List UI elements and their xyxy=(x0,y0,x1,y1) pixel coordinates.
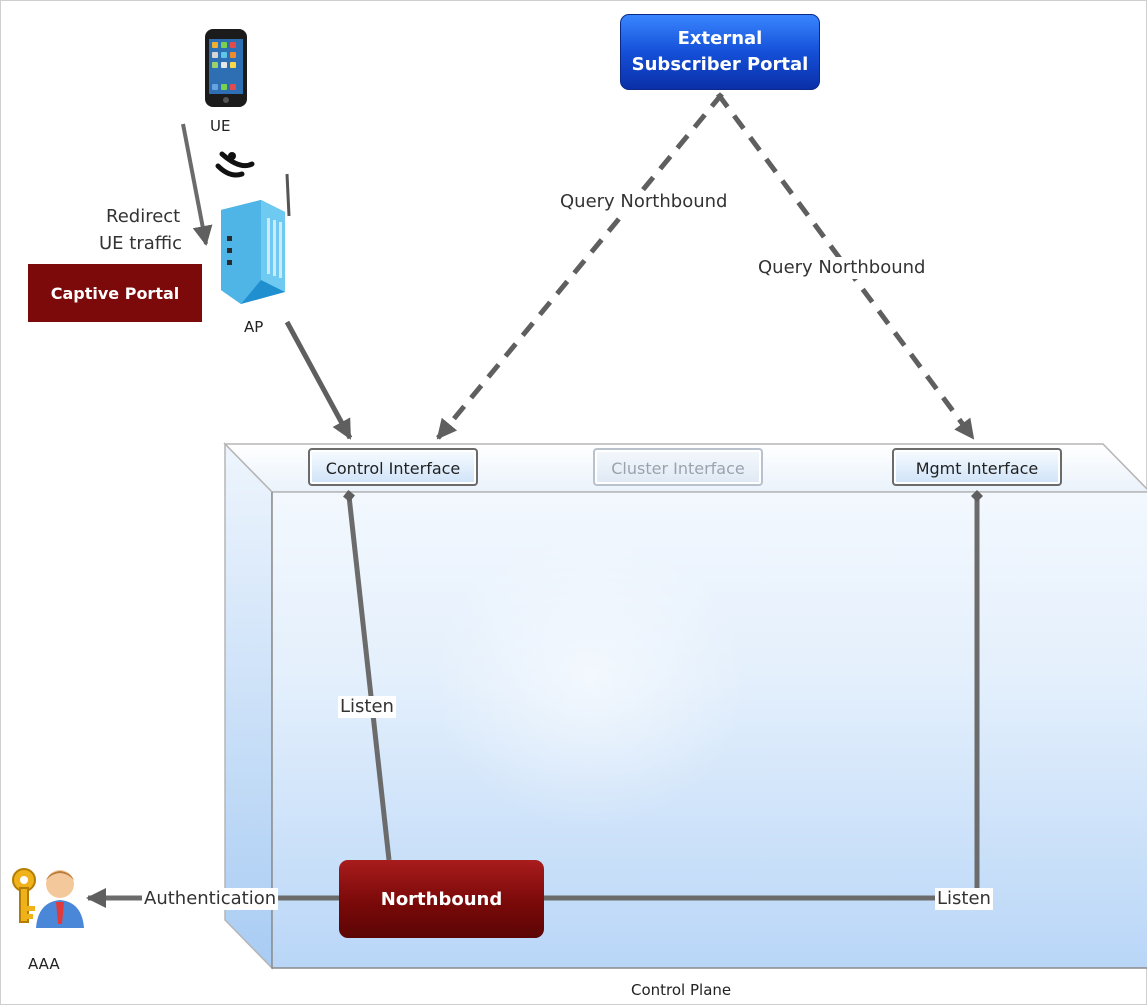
edge-listen-mgmt xyxy=(544,490,983,901)
cluster-interface: Cluster Interface xyxy=(593,448,763,486)
wifi-signal-icon xyxy=(215,151,255,178)
captive-portal: Captive Portal xyxy=(28,264,202,322)
northbound-node: Northbound xyxy=(339,860,544,938)
redirect-label-line2: UE traffic xyxy=(99,233,183,254)
listen-right-label: Listen xyxy=(935,888,993,910)
query-northbound-left-label: Query Northbound xyxy=(558,191,730,213)
external-portal-line1: External xyxy=(677,28,763,49)
control-plane-label: Control Plane xyxy=(631,981,732,999)
edge-redirect-ue-traffic xyxy=(181,123,213,246)
aaa-label: AAA xyxy=(28,955,60,973)
authentication-label: Authentication xyxy=(142,888,279,910)
edge-query-northbound-left xyxy=(436,92,724,440)
listen-left-label: Listen xyxy=(338,696,396,718)
external-portal-line2: Subscriber Portal xyxy=(631,54,809,75)
edge-ap-to-control xyxy=(284,320,353,440)
access-point-router-icon xyxy=(221,173,291,304)
ue-label: UE xyxy=(210,117,231,135)
redirect-label-line1: Redirect xyxy=(106,206,181,227)
ap-label: AP xyxy=(244,318,264,336)
control-plane-highlight xyxy=(430,530,750,830)
edge-query-northbound-right xyxy=(715,92,976,440)
user-key-icon xyxy=(12,868,84,928)
mgmt-interface: Mgmt Interface xyxy=(892,448,1062,486)
external-subscriber-portal: External Subscriber Portal xyxy=(620,14,820,90)
smartphone-icon xyxy=(205,29,247,107)
query-northbound-right-label: Query Northbound xyxy=(756,257,928,279)
edge-listen-control xyxy=(343,490,392,861)
control-interface: Control Interface xyxy=(308,448,478,486)
